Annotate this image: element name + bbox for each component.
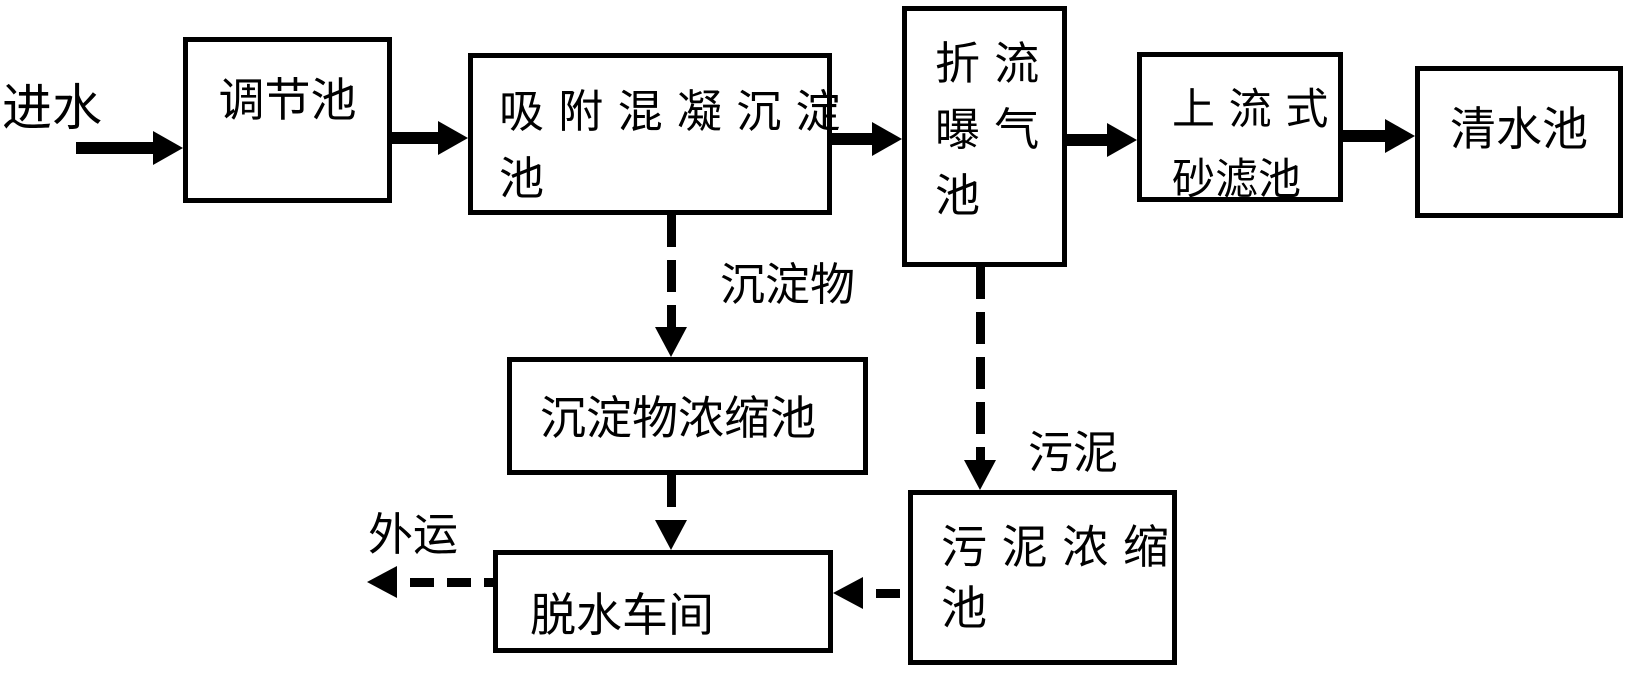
box-sludge-thickening-label-line2: 池 [941, 581, 987, 635]
box-dewatering-workshop: 脱水车间 [493, 550, 833, 653]
box-cleanwater-label: 清水池 [1450, 102, 1588, 156]
box-baffled-aeration-pool: 折 流 曝 气 池 [902, 6, 1067, 267]
box-baffled-label-line2: 曝 气 [935, 103, 1040, 156]
arrow-right-head [438, 121, 468, 155]
label-sludge: 污泥 [1028, 426, 1119, 479]
arrow-shaft [832, 133, 872, 145]
box-adsorption-coagulation-sedimentation-pool: 吸 附 混 凝 沉 淀 池 [468, 53, 841, 215]
box-sandfilter-label-line1: 上 流 式 [1172, 85, 1329, 135]
label-sediment: 沉淀物 [720, 258, 856, 311]
box-regulating-pool: 调节池 [183, 37, 392, 203]
box-baffled-label-line1: 折 流 [935, 37, 1040, 90]
arrow-inflow-to-regulating [76, 131, 183, 165]
box-sludge-thickening-label-line1: 污 泥 浓 缩 [941, 520, 1169, 574]
dashed-arrow-sediment-to-thickener [655, 215, 687, 357]
box-sediment-thickening-label: 沉淀物浓缩池 [540, 391, 816, 445]
arrow-right-head [1385, 119, 1415, 153]
label-inflow: 进水 [2, 79, 102, 137]
arrow-right-head [1107, 123, 1137, 157]
box-upflow-sand-filter-pool: 上 流 式 砂滤池 [1137, 52, 1343, 205]
dashed-line [666, 475, 676, 520]
arrow-left-head [833, 577, 863, 609]
box-sandfilter-label-line2: 砂滤池 [1172, 155, 1301, 205]
arrow-shaft [1343, 130, 1385, 142]
dashed-arrow-sediment-thickener-to-dewatering [655, 475, 687, 550]
box-sediment-thickening-pool: 沉淀物浓缩池 [507, 357, 868, 475]
box-baffled-label-line3: 池 [935, 169, 981, 222]
label-outbound: 外运 [368, 508, 459, 561]
box-clean-water-pool: 清水池 [1415, 66, 1623, 218]
box-sludge-thickening-pool: 污 泥 浓 缩 池 [908, 490, 1177, 665]
dashed-line [397, 577, 493, 587]
dashed-arrow-sludge-to-thickener [964, 267, 996, 490]
arrow-sandfilter-to-cleanwater [1343, 119, 1415, 153]
arrow-shaft [1067, 134, 1107, 146]
box-dewatering-label: 脱水车间 [530, 588, 714, 642]
dashed-line [975, 267, 985, 460]
dashed-arrow-sludge-thickener-to-dewatering [833, 577, 908, 609]
arrow-adsorption-to-baffled [832, 122, 902, 156]
arrow-shaft [392, 132, 438, 144]
arrow-down-head [655, 520, 687, 550]
arrow-regulating-to-adsorption [392, 121, 468, 155]
arrow-down-head [655, 327, 687, 357]
arrow-baffled-to-sandfilter [1067, 123, 1137, 157]
dashed-line [666, 215, 676, 327]
arrow-right-head [872, 122, 902, 156]
dashed-arrow-dewatering-to-outbound [367, 566, 493, 598]
arrow-down-head [964, 460, 996, 490]
arrow-left-head [367, 566, 397, 598]
arrow-shaft [76, 142, 153, 154]
arrow-right-head [153, 131, 183, 165]
dashed-line [863, 588, 908, 598]
box-adsorption-label-line1: 吸 附 混 凝 沉 淀 [499, 85, 841, 138]
box-regulating-pool-label: 调节池 [218, 73, 357, 127]
box-adsorption-label-line2: 池 [499, 152, 545, 205]
